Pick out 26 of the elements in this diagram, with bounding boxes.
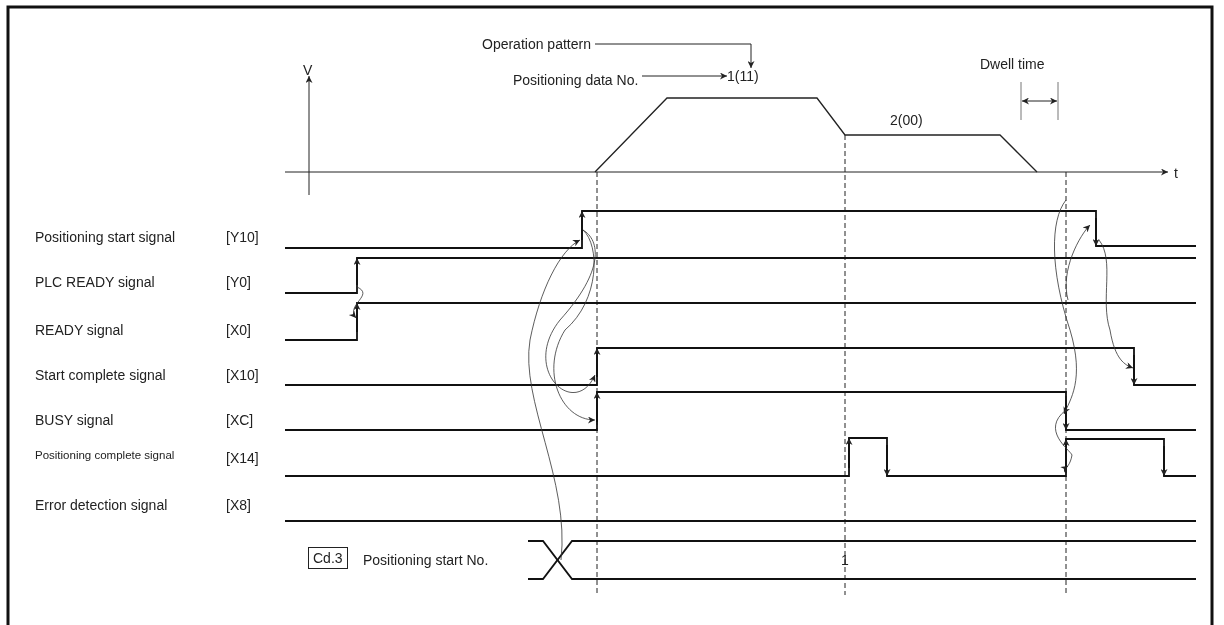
leader-arrow — [641, 72, 728, 80]
code-box: Cd.3 — [308, 547, 348, 569]
signal-address: [XC] — [226, 412, 254, 428]
annotation-text: Operation pattern — [482, 36, 591, 52]
signal-name: Start complete signal — [35, 367, 166, 383]
signal-address: [X8] — [226, 497, 251, 513]
signal-address: [X10] — [226, 367, 259, 383]
axis-label: V — [303, 62, 313, 78]
signal-address: [X14] — [226, 450, 259, 466]
signal-name: Error detection signal — [35, 497, 168, 513]
signal-name: Positioning start signal — [35, 229, 176, 245]
axis-label: t — [1174, 165, 1178, 181]
signal-name: BUSY signal — [35, 412, 114, 428]
signal-address: [X0] — [226, 322, 251, 338]
signal-name: Positioning start No. — [363, 552, 489, 568]
data-value: 1 — [841, 552, 849, 568]
signal-name: PLC READY signal — [35, 274, 155, 290]
signal-address: [Y10] — [226, 229, 259, 245]
leader-arrow — [594, 43, 755, 69]
annotation-text: Dwell time — [980, 56, 1045, 72]
data-value: 1(11) — [727, 68, 759, 84]
signal-name: Positioning complete signal — [35, 449, 176, 462]
signal-name: READY signal — [35, 322, 124, 338]
annotation-text: Positioning data No. — [513, 72, 639, 88]
annotation-text: 2(00) — [890, 112, 923, 128]
signal-address: [Y0] — [226, 274, 251, 290]
